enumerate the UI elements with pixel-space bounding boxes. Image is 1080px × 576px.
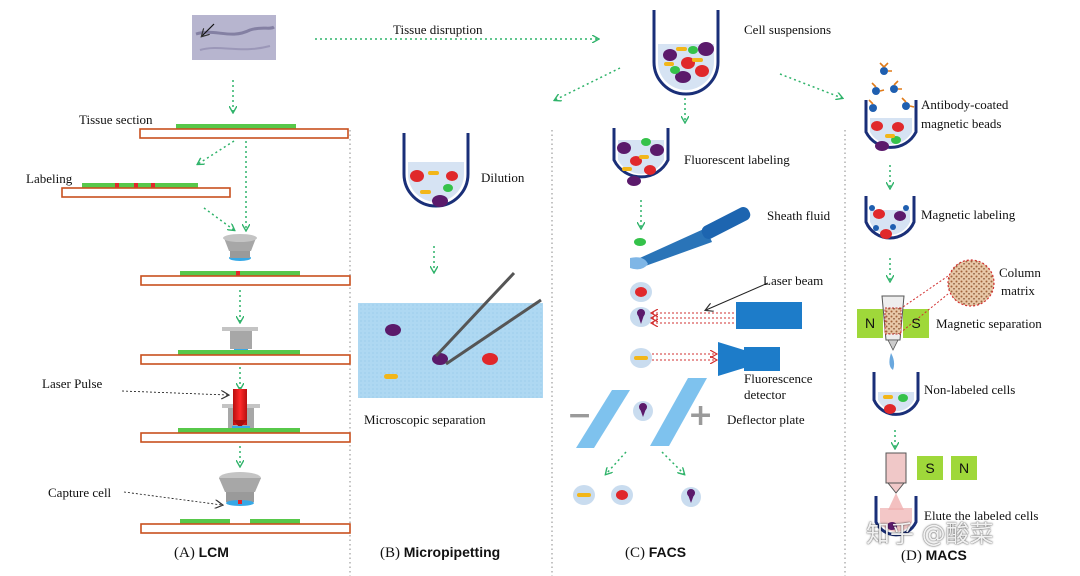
capture-cell-label: Capture cell: [48, 485, 112, 500]
lcm-caption-letter: (A): [174, 545, 195, 561]
fluorescence-label: Fluorescence: [744, 371, 813, 386]
labeling-label: Labeling: [26, 171, 73, 186]
branch-arrows: [555, 67, 842, 122]
watermark: 知乎 @酸菜: [866, 520, 994, 548]
magnetic-labeling-label: Magnetic labeling: [921, 207, 1016, 222]
lcm-caption: (A) LCM: [174, 543, 229, 562]
micropipetting-caption-name: Micropipetting: [403, 544, 501, 560]
minus-sign: −: [567, 398, 593, 433]
detector-label: detector: [744, 387, 786, 402]
macs-panel: [857, 62, 995, 537]
non-labeled-cells-label: Non-labeled cells: [924, 382, 1016, 397]
macs-caption-name: MACS: [925, 547, 967, 563]
facs-caption-name: FACS: [648, 544, 687, 560]
laser-beam-label: Laser beam: [763, 273, 824, 288]
fluorescent-labeling-label: Fluorescent labeling: [684, 152, 790, 167]
deflector-plate-label: Deflector plate: [727, 412, 805, 427]
magnet-n-right: N: [958, 460, 970, 476]
micropipetting-caption: (B) Micropipetting: [380, 543, 500, 562]
lcm-panel: [61, 80, 351, 534]
plus-sign: +: [688, 398, 714, 433]
microscopic-separation-label: Microscopic separation: [364, 412, 486, 427]
lcm-caption-name: LCM: [198, 544, 229, 560]
elute-label: Elute the labeled cells: [924, 508, 1039, 523]
cell-suspensions-label: Cell suspensions: [744, 22, 832, 37]
cell-suspension-tube: [652, 10, 720, 96]
micropipetting-caption-letter: (B): [380, 545, 400, 561]
macs-caption-letter: (D): [901, 548, 922, 564]
beads-label-line2: magnetic beads: [921, 116, 1002, 131]
sheath-fluid-label: Sheath fluid: [767, 208, 831, 223]
tissue-disruption-label: Tissue disruption: [393, 22, 483, 37]
magnetic-separation-label: Magnetic separation: [936, 316, 1042, 331]
tissue-section-label: Tissue section: [79, 112, 153, 127]
column-label-line2: matrix: [1001, 283, 1035, 298]
beads-label-line1: Antibody-coated: [921, 97, 1009, 112]
facs-panel: [573, 128, 802, 507]
laser-pulse-label: Laser Pulse: [42, 376, 103, 391]
facs-caption: (C) FACS: [625, 543, 686, 562]
micropipetting-panel: [358, 133, 543, 398]
column-label-line1: Column: [999, 265, 1041, 280]
tissue-image: [192, 15, 276, 60]
magnet-n-left: N: [864, 315, 876, 331]
magnet-s-left: S: [911, 315, 921, 331]
dilution-label: Dilution: [481, 170, 525, 185]
facs-caption-letter: (C): [625, 545, 645, 561]
magnet-s-right: S: [925, 460, 935, 476]
macs-caption: (D) MACS: [901, 546, 967, 565]
